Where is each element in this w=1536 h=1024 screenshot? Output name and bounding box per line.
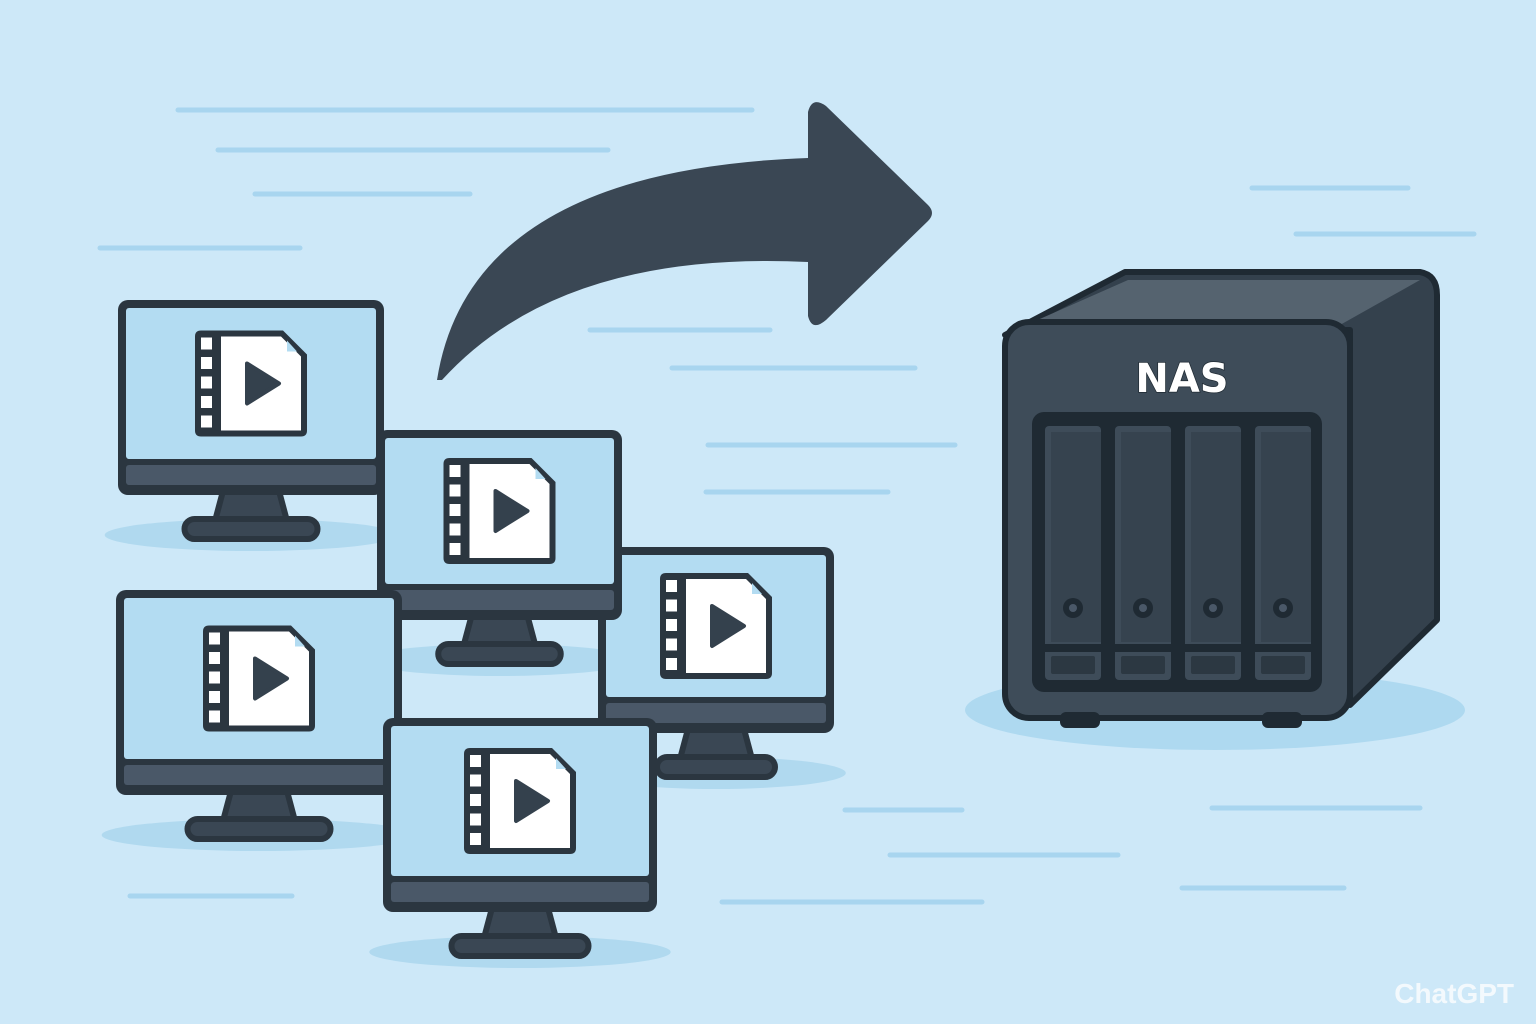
film-hole xyxy=(470,774,481,787)
film-hole xyxy=(666,580,677,592)
video-file-icon xyxy=(464,748,576,854)
monitor-bezel xyxy=(391,882,649,902)
monitor-base xyxy=(654,754,778,780)
nas-device: NAS xyxy=(965,269,1465,750)
film-hole xyxy=(201,337,212,350)
drive-bay xyxy=(1115,426,1171,680)
film-hole xyxy=(666,599,677,612)
video-file-icon xyxy=(195,330,307,437)
nas-label: NAS xyxy=(1135,356,1228,402)
monitors xyxy=(116,300,834,959)
play-icon xyxy=(245,361,281,406)
monitor xyxy=(116,590,402,842)
film-hole xyxy=(201,396,212,408)
film-hole xyxy=(201,357,212,369)
transfer-arrow-icon xyxy=(437,102,932,381)
film-hole xyxy=(201,415,212,428)
video-file-icon xyxy=(203,625,315,732)
film-hole xyxy=(666,638,677,651)
film-hole xyxy=(666,619,677,631)
monitor-base xyxy=(435,641,564,667)
play-icon xyxy=(514,779,550,823)
monitor-bezel xyxy=(606,703,826,723)
monitor-bezel xyxy=(124,765,394,785)
film-hole xyxy=(470,833,481,845)
film-hole xyxy=(209,710,220,723)
drive-bay-frame xyxy=(1032,412,1322,692)
monitor xyxy=(377,430,622,667)
film-hole xyxy=(209,652,220,664)
monitor-bezel xyxy=(126,465,376,485)
play-icon xyxy=(253,656,289,701)
play-icon xyxy=(493,489,530,533)
film-hole xyxy=(449,523,461,536)
film-hole xyxy=(209,632,220,645)
film-hole xyxy=(470,755,481,767)
monitor-base xyxy=(181,516,321,542)
drive-bay xyxy=(1185,426,1241,680)
film-hole xyxy=(449,465,461,477)
monitor-bezel xyxy=(385,590,614,610)
nas-top xyxy=(1015,280,1420,330)
monitor xyxy=(383,718,657,959)
film-hole xyxy=(666,658,677,670)
monitor-base xyxy=(448,933,592,959)
video-file-icon xyxy=(660,573,772,679)
video-file-icon xyxy=(443,458,556,564)
motion-streaks xyxy=(97,107,1477,905)
monitor-base xyxy=(184,816,334,842)
film-hole xyxy=(449,484,461,497)
film-hole xyxy=(209,691,220,703)
film-hole xyxy=(449,504,461,516)
play-icon xyxy=(710,604,746,648)
film-hole xyxy=(449,543,461,555)
monitor xyxy=(598,547,834,780)
watermark: ChatGPT xyxy=(1394,978,1514,1009)
film-hole xyxy=(201,376,212,389)
monitor xyxy=(118,300,384,542)
film-hole xyxy=(209,671,220,684)
drive-bay xyxy=(1255,426,1311,680)
film-hole xyxy=(470,794,481,806)
film-hole xyxy=(470,813,481,826)
drive-bay xyxy=(1045,426,1101,680)
